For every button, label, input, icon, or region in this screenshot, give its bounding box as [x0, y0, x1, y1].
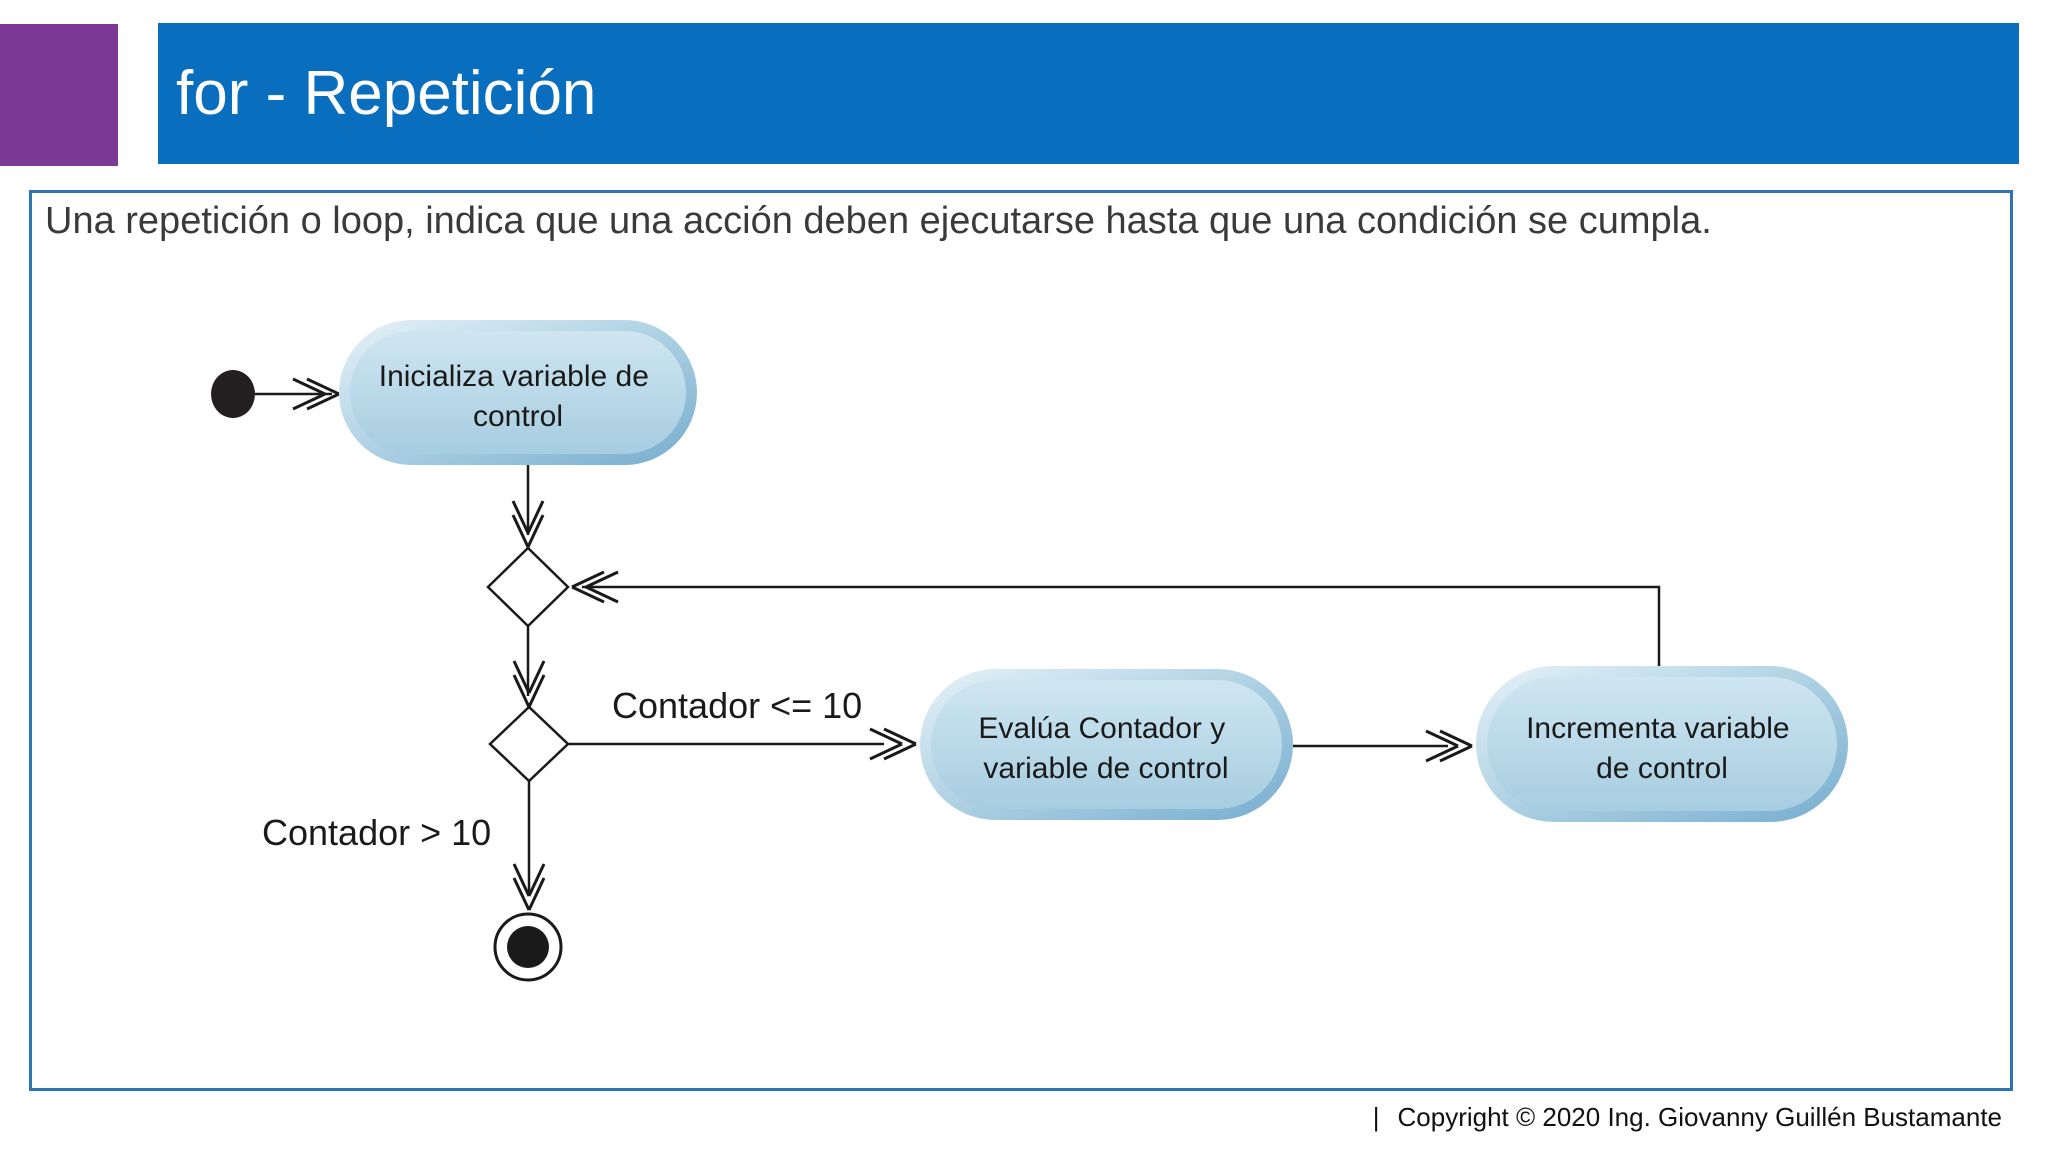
- arrowhead-left-icon: [571, 570, 619, 604]
- activity-eval-label: Evalúa Contador y variable de control: [978, 712, 1233, 785]
- activity-eval-inner: [931, 680, 1282, 809]
- arrowhead-right-icon: [292, 377, 340, 411]
- arrowhead-down-icon: [512, 660, 546, 708]
- activity-init-label: Inicializa variable de control: [379, 360, 658, 433]
- arrowhead-right-icon: [869, 727, 917, 761]
- activity-incr-label: Incrementa variable de control: [1526, 712, 1798, 785]
- exit-condition-label: Contador > 10: [262, 812, 491, 853]
- activity-node-incr: Incrementa variable de control: [1476, 666, 1848, 822]
- edge-incr-merge-loopback: [582, 585, 1661, 666]
- activity-init-inner: [350, 331, 686, 454]
- arrowhead-down-icon: [512, 863, 546, 911]
- start-node: [211, 370, 255, 418]
- loop-condition-label: Contador <= 10: [612, 685, 862, 726]
- accent-square: [0, 24, 118, 166]
- arrowhead-down-icon: [511, 500, 545, 548]
- activity-node-init: Inicializa variable de control: [339, 320, 697, 465]
- title-bar: for - Repetición: [158, 23, 2019, 164]
- footer: | Copyright © 2020 Ing. Giovanny Guillén…: [1373, 1102, 2002, 1133]
- arrowhead-right-icon: [1425, 729, 1473, 763]
- merge-node: [486, 546, 570, 628]
- copyright-text: Copyright © 2020 Ing. Giovanny Guillén B…: [1397, 1102, 2003, 1132]
- content-frame: [29, 190, 2013, 1091]
- end-node: [493, 912, 563, 982]
- activity-incr-inner: [1487, 677, 1837, 811]
- decision-node: [488, 705, 570, 783]
- page-title: for - Repetición: [176, 59, 597, 128]
- end-node-core: [507, 926, 549, 968]
- activity-node-eval: Evalúa Contador y variable de control: [920, 669, 1293, 820]
- footer-separator: |: [1372, 1102, 1380, 1132]
- slide-description: Una repetición o loop, indica que una ac…: [45, 200, 1712, 242]
